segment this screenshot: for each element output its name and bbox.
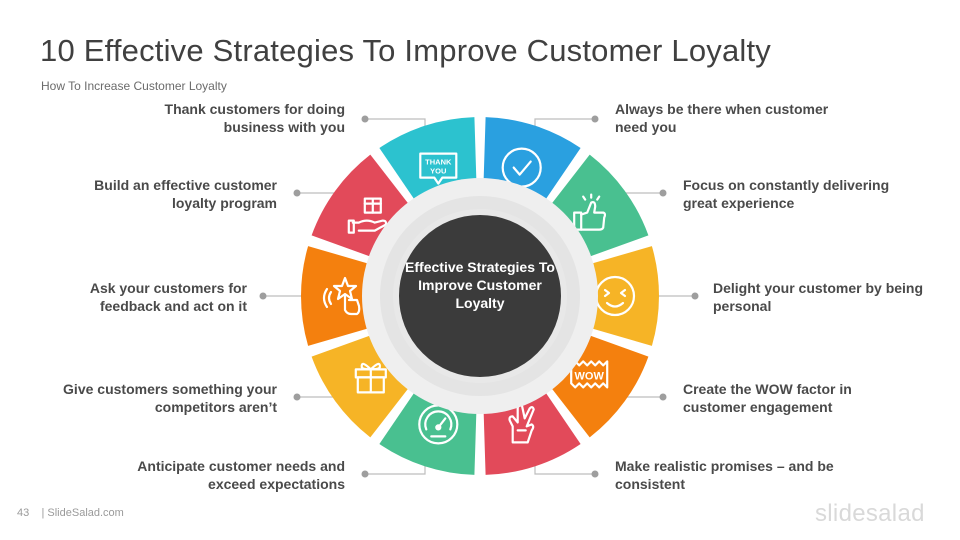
you-text: YOU xyxy=(430,167,446,176)
gift-in-hand-icon xyxy=(347,197,388,234)
gift-box-icon xyxy=(354,362,387,394)
center-circle xyxy=(393,209,567,383)
footer: 43 | SlideSalad.com xyxy=(17,507,124,519)
slide-title: 10 Effective Strategies To Improve Custo… xyxy=(40,33,772,68)
connector-dot xyxy=(691,292,699,300)
strategy-label-10: Thank customers for doing business with … xyxy=(164,101,345,135)
strategy-label-6: Anticipate customer needs and exceed exp… xyxy=(137,458,345,492)
brand-logo: slidesalad xyxy=(815,500,925,527)
connector-line xyxy=(365,118,426,128)
connector-dot xyxy=(259,292,267,300)
thank-text: THANK xyxy=(425,158,452,167)
connector-line xyxy=(365,464,426,475)
strategy-label-2: Focus on constantly delivering great exp… xyxy=(683,177,890,211)
strategy-label-9: Build an effective customer loyalty prog… xyxy=(94,177,277,211)
strategy-label-5: Make realistic promises – and be consist… xyxy=(615,458,834,492)
strategy-label-3: Delight your customer by being personal xyxy=(713,280,924,314)
star-tap-icon xyxy=(322,276,361,316)
connector-dot xyxy=(361,115,369,123)
connector-dot xyxy=(591,470,599,478)
connector-line xyxy=(534,464,595,475)
wow-text: WOW xyxy=(575,370,605,382)
connector-dot xyxy=(591,115,599,123)
slide-subtitle: How To Increase Customer Loyalty xyxy=(41,79,227,93)
center-label: Effective Strategies To Improve Customer… xyxy=(405,259,555,311)
crossed-fingers-icon xyxy=(508,403,535,444)
strategy-label-7: Give customers something your competitor… xyxy=(63,381,277,415)
page-number: 43 xyxy=(17,507,30,519)
strategy-label-8: Ask your customers for feedback and act … xyxy=(89,280,247,314)
connector-dot xyxy=(659,393,667,401)
footer-site: | SlideSalad.com xyxy=(41,507,124,519)
strategy-label-4: Create the WOW factor in customer engage… xyxy=(683,381,852,415)
connector-line xyxy=(534,118,595,128)
strategy-label-1: Always be there when customer need you xyxy=(615,101,829,135)
connector-dot xyxy=(293,189,301,197)
connector-dot xyxy=(659,189,667,197)
wow-badge-icon: WOW xyxy=(570,360,609,389)
connector-dot xyxy=(293,393,301,401)
thumbs-up-icon xyxy=(573,193,607,231)
connector-dot xyxy=(361,470,369,478)
